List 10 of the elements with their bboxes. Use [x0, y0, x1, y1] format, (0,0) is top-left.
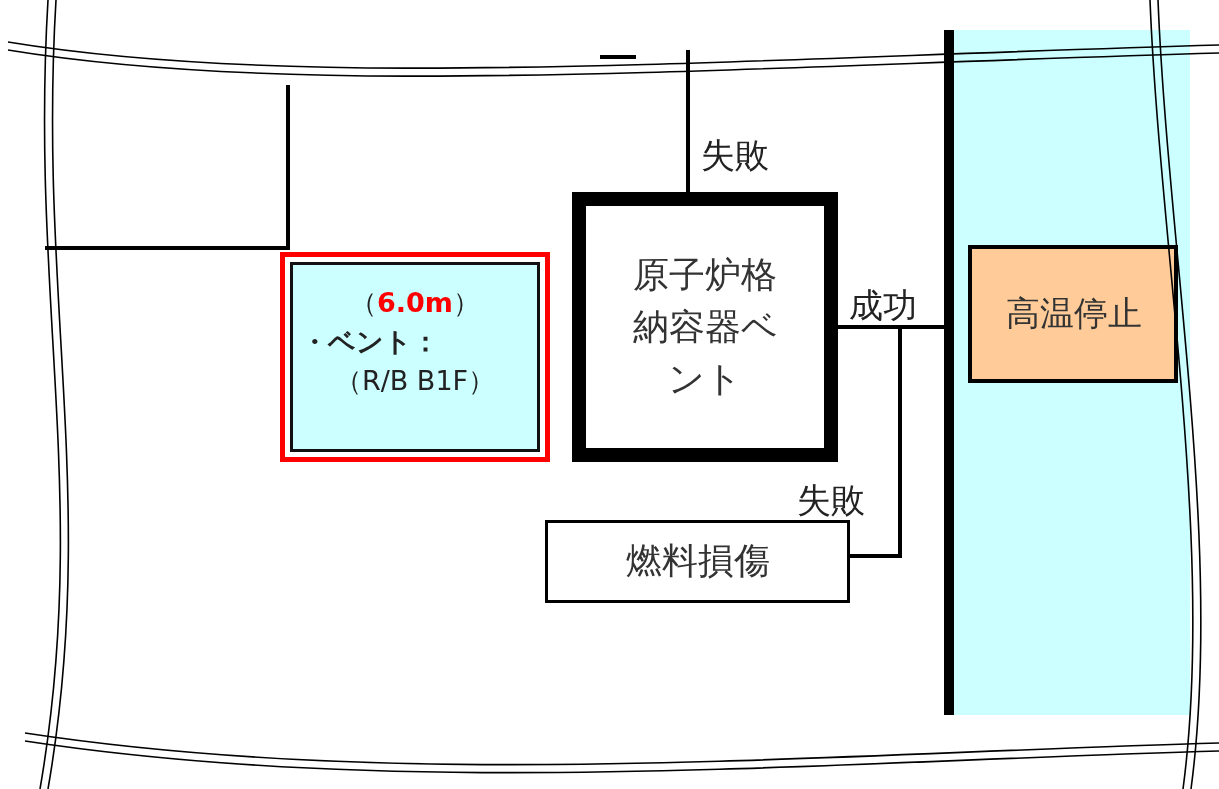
edge-label: 失敗 [700, 137, 770, 173]
state-box: 高温停止 [968, 245, 1178, 383]
outcome-box: 燃料損傷 [545, 520, 850, 603]
state-band [954, 30, 1190, 715]
connector-line [686, 50, 690, 192]
vent-box: （6.0m） ・ベント： （R/B B1F） [280, 252, 550, 462]
edge-label: 失敗 [796, 482, 866, 518]
connector-line [838, 325, 902, 559]
event-box: 原子炉格納容器ベント [572, 192, 838, 462]
branch-bar [944, 30, 954, 715]
